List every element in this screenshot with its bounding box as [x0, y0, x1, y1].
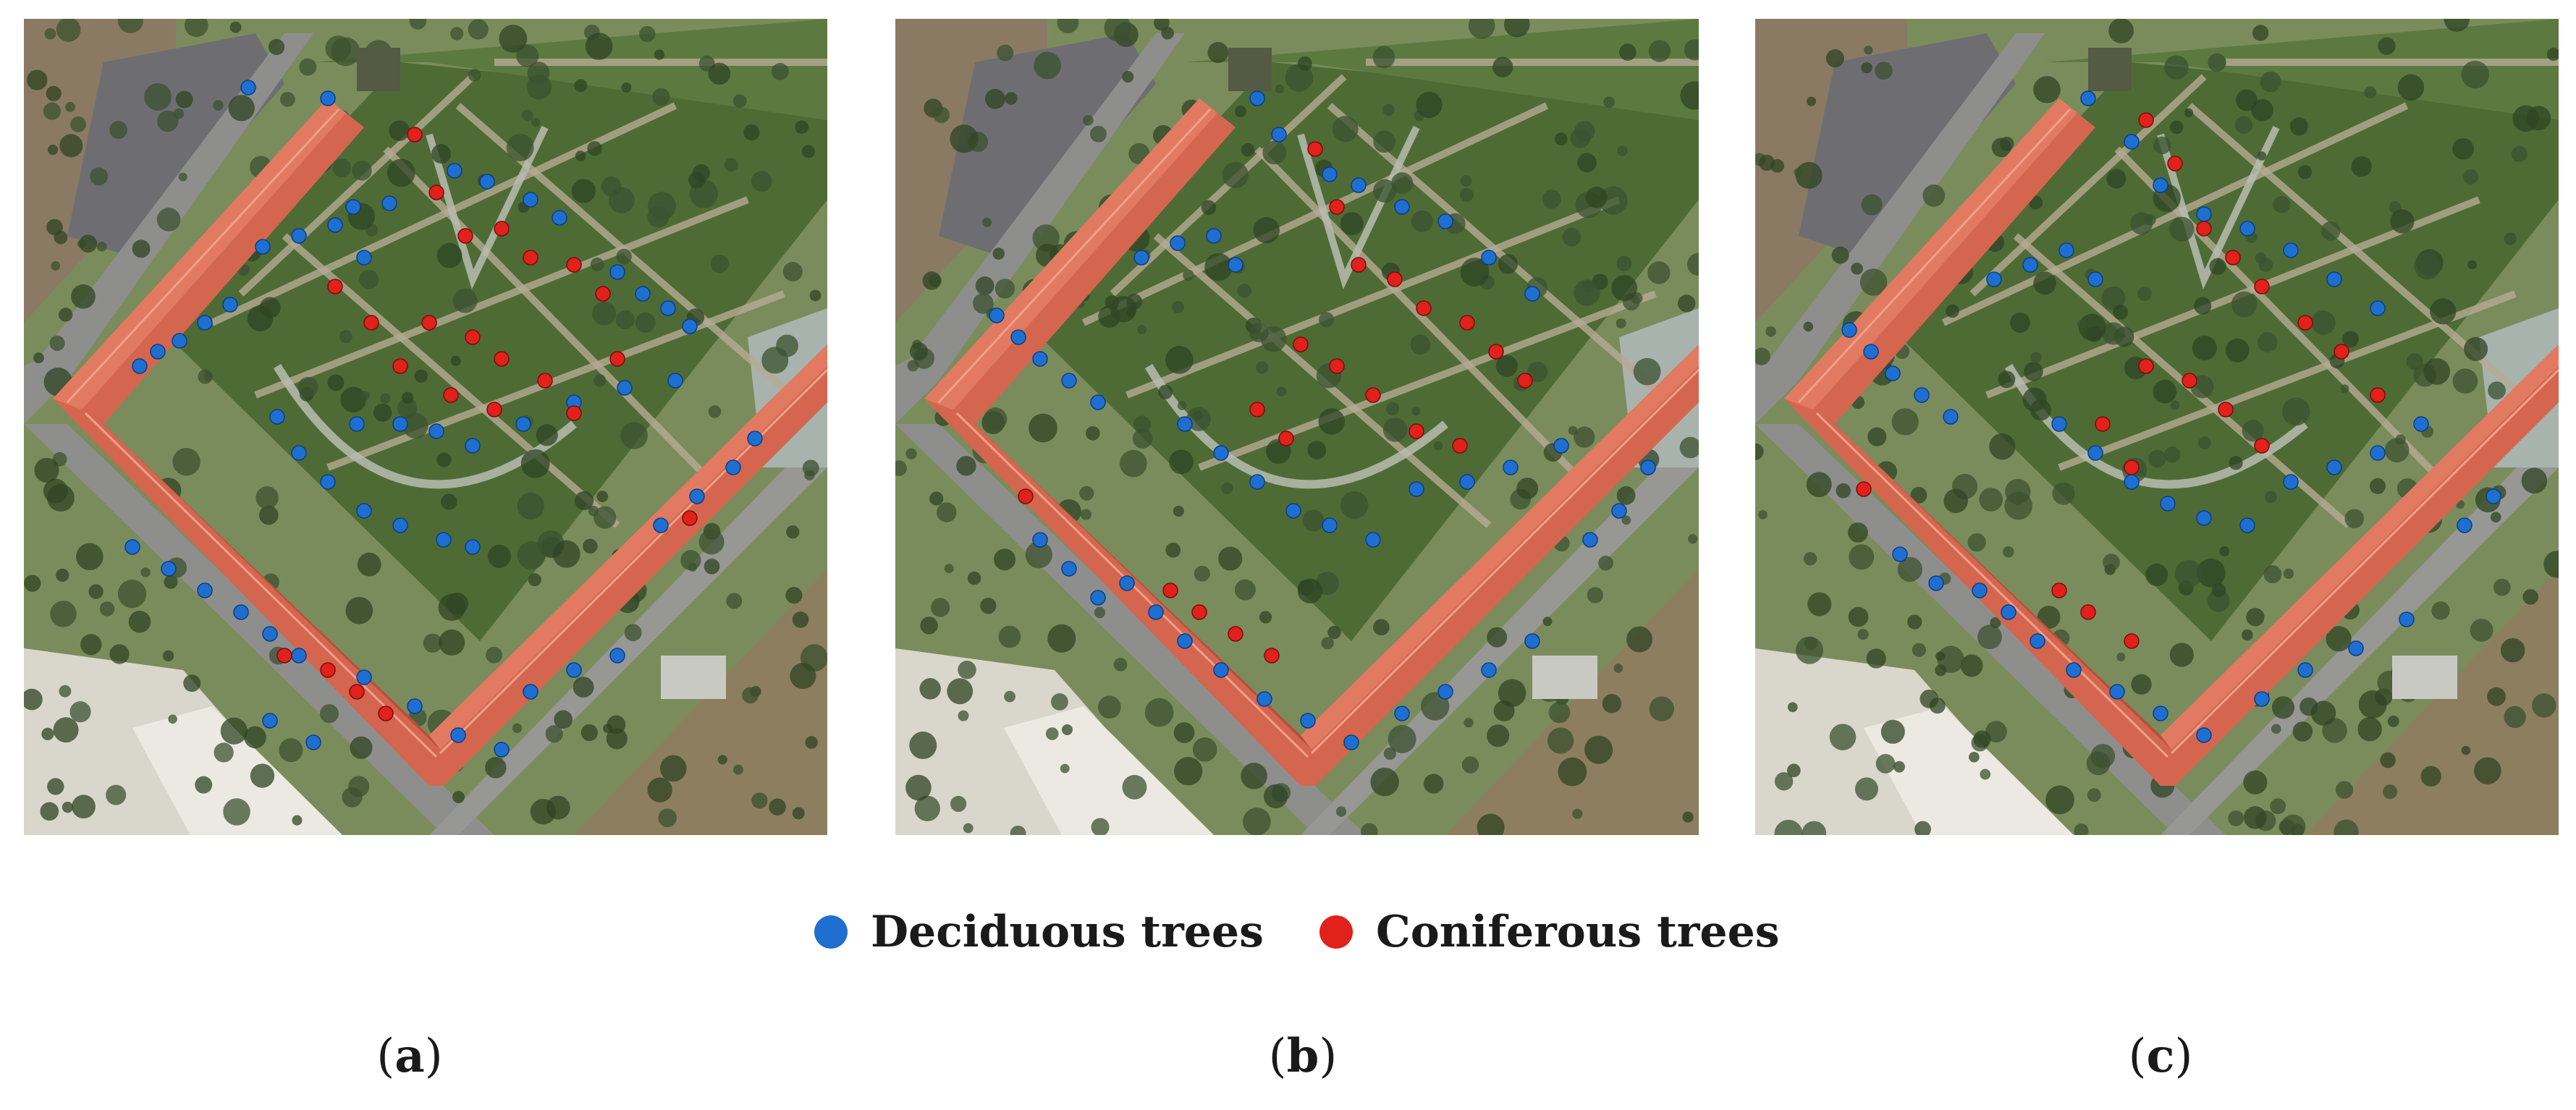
- caption-b: (b): [1268, 1029, 1338, 1083]
- coniferous-marker-icon: [1319, 915, 1353, 949]
- deciduous-marker-icon: [814, 915, 848, 949]
- legend-item-coniferous: Coniferous trees: [1319, 903, 1780, 961]
- legend-item-deciduous: Deciduous trees: [814, 903, 1264, 961]
- caption-a: (a): [376, 1029, 443, 1083]
- aerial-image-b: [895, 19, 1699, 835]
- legend-label-coniferous: Coniferous trees: [1376, 907, 1780, 957]
- caption-c: (c): [2128, 1029, 2193, 1083]
- legend-label-deciduous: Deciduous trees: [871, 907, 1264, 957]
- legend: Deciduous trees Coniferous trees: [0, 903, 2576, 961]
- aerial-image-c: [1755, 19, 2559, 835]
- aerial-image-a: [24, 19, 827, 835]
